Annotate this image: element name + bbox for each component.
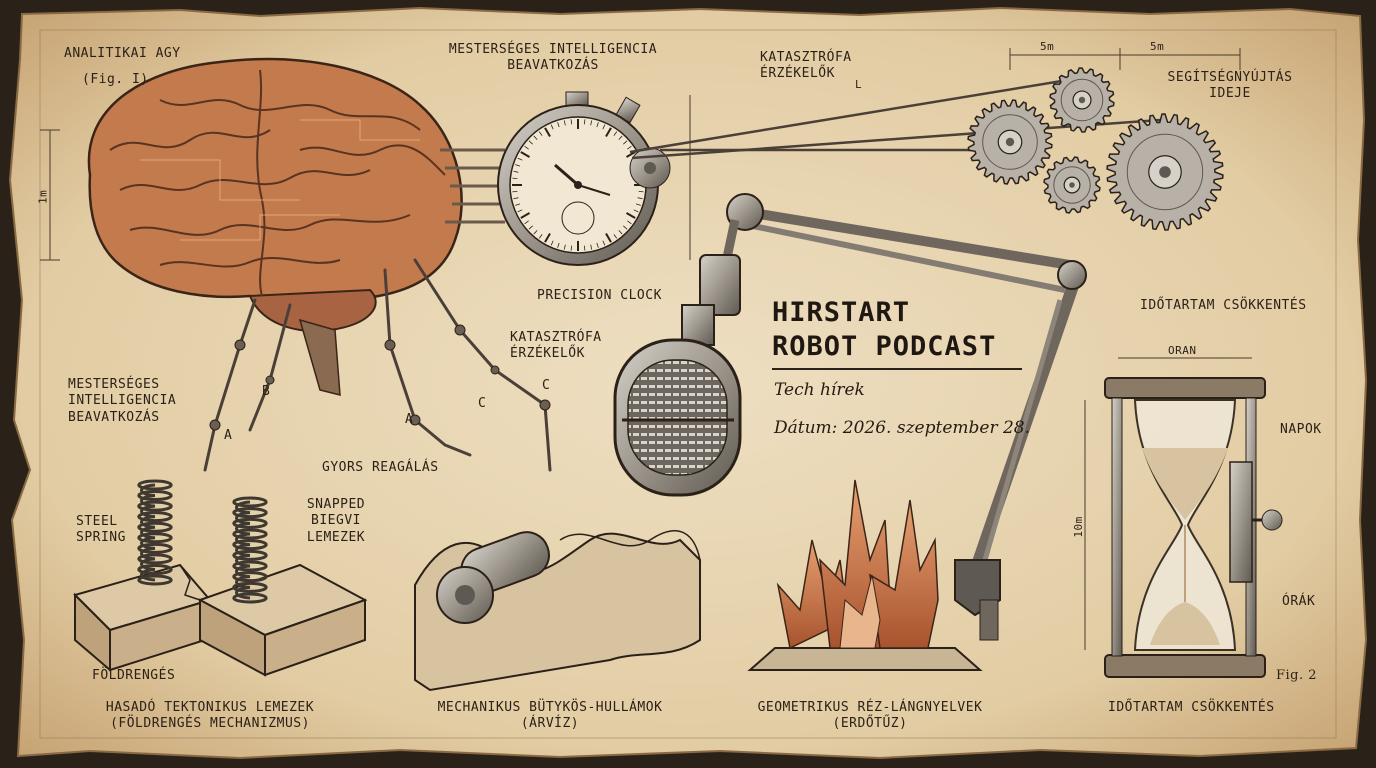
brain-drawing bbox=[87, 57, 552, 472]
label-dim-5m-a: 5m bbox=[1040, 40, 1055, 53]
label-mechanikus-line2: (ÁRVÍZ) bbox=[520, 716, 580, 732]
label-idotartam-top: IDŐTARTAM CSÖKKENTÉS bbox=[1140, 298, 1307, 313]
microphone-drawing bbox=[613, 304, 742, 497]
label-mi-top-line2: BEAVATKOZÁS bbox=[507, 58, 599, 74]
label-gyors-reagalas: GYORS REAGÁLÁS bbox=[322, 460, 439, 475]
label-foldrenges: FÖLDRENGÉS bbox=[92, 668, 176, 683]
label-mi-top-line1: MESTERSÉGES INTELLIGENCIA bbox=[448, 42, 658, 57]
label-hasado-line2: (FÖLDRENGÉS MECHANIZMUS) bbox=[110, 716, 310, 732]
label-steel-line1: STEEL bbox=[76, 514, 118, 529]
label-geometrikus: GEOMETRIKUS RÉZ-LÁNGNYELVEK (ERDŐTŰZ) bbox=[740, 700, 1000, 733]
label-leg-c1: C bbox=[478, 396, 487, 411]
label-geometrikus-line2: (ERDŐTŰZ) bbox=[832, 716, 908, 732]
label-snapped-line1: SNAPPED bbox=[306, 497, 366, 512]
label-snapped-line2: BIEGVI bbox=[311, 513, 361, 529]
fire-drawing bbox=[747, 479, 983, 671]
label-fig1: (Fig. I) bbox=[82, 72, 149, 87]
label-leg-a2: A bbox=[405, 412, 414, 427]
gears-drawing bbox=[967, 67, 1224, 231]
label-leg-c2: C bbox=[542, 378, 551, 393]
label-precision-clock: PRECISION CLOCK bbox=[537, 288, 662, 303]
label-hasado: HASADÓ TEKTONIKUS LEMEZEK (FÖLDRENGÉS ME… bbox=[80, 700, 340, 733]
label-steel-line2: SPRING bbox=[76, 530, 126, 546]
label-napok: NAPOK bbox=[1280, 422, 1322, 437]
label-analitikai-agy: ANALITIKAI AGY bbox=[64, 46, 181, 61]
label-dim-5m-b: 5m bbox=[1150, 40, 1165, 53]
label-mi-beavatkozas-top: MESTERSÉGES INTELLIGENCIA BEAVATKOZÁS bbox=[438, 42, 668, 75]
podcast-title: HIRSTART ROBOT PODCAST bbox=[772, 296, 996, 364]
label-mechanikus: MECHANIKUS BÜTYKÖS-HULLÁMOK (ÁRVÍZ) bbox=[420, 700, 680, 733]
hourglass-drawing bbox=[1084, 357, 1283, 678]
podcast-subtitle: Tech hírek bbox=[774, 380, 865, 400]
title-underline bbox=[772, 368, 1022, 370]
label-katasztrofa-L: L bbox=[855, 78, 863, 91]
label-oran: ORAN bbox=[1168, 344, 1197, 357]
label-fig2: Fig. 2 bbox=[1276, 668, 1318, 683]
label-katasztrofa-top-line1: KATASZTRÓFA bbox=[760, 50, 852, 65]
label-leg-b: B bbox=[262, 384, 271, 399]
label-orak: ÓRÁK bbox=[1282, 594, 1316, 609]
label-idotartam-bottom: IDŐTARTAM CSÖKKENTÉS bbox=[1108, 700, 1275, 715]
podcast-title-line1: HIRSTART bbox=[772, 297, 911, 328]
cam-waves-drawing bbox=[414, 530, 701, 692]
label-katasztrofa-top-line2: ÉRZÉKELŐK bbox=[760, 66, 835, 82]
label-hasado-line1: HASADÓ TEKTONIKUS LEMEZEK bbox=[105, 700, 315, 715]
label-katasztrofa-top: KATASZTRÓFA ÉRZÉKELŐK bbox=[760, 50, 852, 83]
label-leg-a1: A bbox=[224, 428, 233, 443]
label-katasztrofa-mid-line1: KATASZTRÓFA bbox=[510, 330, 602, 345]
label-snapped-line3: LEMEZEK bbox=[306, 529, 366, 545]
label-segitseg-line2: IDEJE bbox=[1209, 86, 1251, 102]
podcast-date: Dátum: 2026. szeptember 28. bbox=[774, 418, 1031, 438]
label-katasztrofa-mid-line2: ÉRZÉKELŐK bbox=[510, 346, 585, 362]
label-katasztrofa-mid: KATASZTRÓFA ÉRZÉKELŐK bbox=[510, 330, 602, 363]
podcast-title-line2: ROBOT PODCAST bbox=[772, 330, 997, 362]
label-dim-hourglass: 10m bbox=[1071, 516, 1085, 538]
label-snapped: SNAPPED BIEGVI LEMEZEK bbox=[296, 497, 376, 546]
label-geometrikus-line1: GEOMETRIKUS RÉZ-LÁNGNYELVEK bbox=[757, 700, 983, 715]
label-mi-left-line1: MESTERSÉGES bbox=[68, 377, 160, 392]
steel-springs-drawing bbox=[137, 479, 268, 604]
label-dim-left: 1m bbox=[36, 189, 50, 204]
label-segitsegnyujtas: SEGÍTSÉGNYÚJTÁS IDEJE bbox=[1150, 70, 1310, 103]
tectonic-plates-drawing bbox=[73, 563, 368, 677]
label-segitseg-line1: SEGÍTSÉGNYÚJTÁS bbox=[1167, 70, 1293, 85]
label-mechanikus-line1: MECHANIKUS BÜTYKÖS-HULLÁMOK bbox=[437, 700, 663, 715]
label-mi-left: MESTERSÉGES INTELLIGENCIA BEAVATKOZÁS bbox=[68, 377, 176, 426]
label-mi-left-line2: INTELLIGENCIA bbox=[68, 393, 177, 409]
microphone-boom-drawing bbox=[699, 193, 1087, 641]
label-mi-left-line3: BEAVATKOZÁS bbox=[68, 409, 160, 425]
label-steel-spring: STEEL SPRING bbox=[76, 514, 126, 547]
